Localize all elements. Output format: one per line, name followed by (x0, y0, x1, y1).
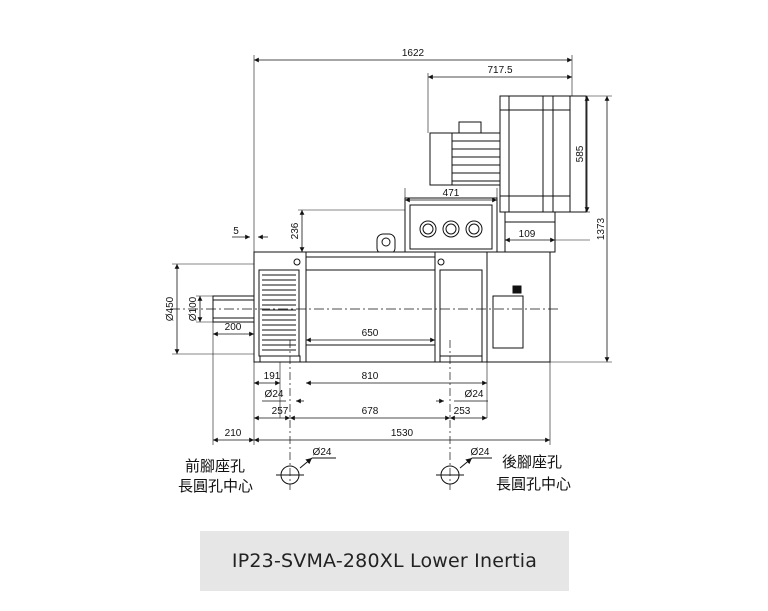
dim-blower-offset: 717.5 (487, 65, 512, 76)
foot-hole-centerlines (289, 340, 451, 490)
dim-rear-foot-offset: 253 (454, 406, 471, 417)
front-foot-label-line2: 長圓孔中心 (178, 477, 253, 495)
blower-unit (429, 95, 587, 253)
dimension-lines (174, 57, 610, 443)
dim-shaft-diameter: Ø100 (188, 296, 199, 321)
dim-front-foot-offset: 191 (264, 371, 281, 382)
front-foot-label-line1: 前腳座孔 (185, 457, 245, 475)
rear-foot-label-line2: 長圓孔中心 (496, 475, 571, 493)
dim-foot-spacing: 810 (362, 371, 379, 382)
dim-overall-height: 1373 (596, 217, 607, 240)
dim-blower-side-offset: 109 (519, 229, 536, 240)
dim-front-hole: Ø24 (265, 389, 284, 400)
dim-shaft-gap: 5 (233, 226, 239, 237)
model-caption-box: IP23-SVMA-280XL Lower Inertia (200, 531, 569, 591)
extension-lines (172, 55, 612, 445)
rear-foot-hole-symbol (436, 457, 492, 485)
front-hole-symbol-label: Ø24 (313, 447, 332, 458)
dim-terminal-box-width: 471 (443, 188, 460, 199)
dim-base-length: 1530 (391, 428, 414, 439)
dim-blower-height: 585 (575, 145, 586, 162)
lifting-eye (376, 233, 396, 255)
dim-overall-length: 1622 (402, 48, 425, 59)
dim-foot-centers: 678 (362, 406, 379, 417)
motor-frame (253, 251, 551, 363)
terminal-box (404, 197, 498, 255)
rear-hole-symbol-label: Ø24 (471, 447, 490, 458)
dim-terminal-box-height: 236 (290, 222, 301, 239)
dim-frame-length: 650 (362, 328, 379, 339)
dim-shaft-length: 200 (225, 322, 242, 333)
dim-rear-hole: Ø24 (465, 389, 484, 400)
model-caption: IP23-SVMA-280XL Lower Inertia (231, 550, 538, 572)
front-foot-hole-symbol (276, 457, 336, 485)
dim-shaft-extension: 210 (225, 428, 242, 439)
dim-front-end-to-foot: 257 (272, 406, 289, 417)
dim-center-height: Ø450 (165, 296, 176, 321)
rear-foot-label-line1: 後腳座孔 (502, 453, 562, 471)
